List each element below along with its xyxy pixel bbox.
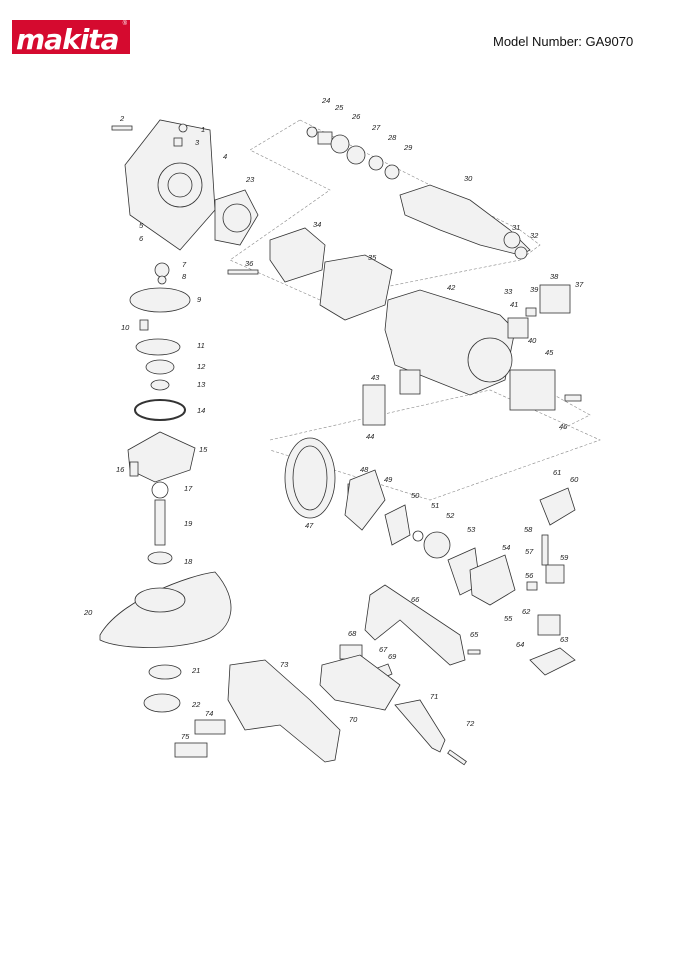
part-number-label: 1 [201, 125, 206, 134]
part-number-label: 41 [510, 300, 519, 309]
part-number-label: 9 [197, 295, 202, 304]
part-number-label: 48 [360, 465, 369, 474]
part-number-label: 8 [182, 272, 187, 281]
part-number-label: 66 [411, 595, 420, 604]
part-number-label: 27 [372, 123, 381, 132]
part-number-label: 16 [116, 465, 125, 474]
part-number-label: 26 [352, 112, 361, 121]
part-number-label: 67 [379, 645, 388, 654]
part-number-label: 21 [192, 666, 201, 675]
part-number-label: 63 [560, 635, 569, 644]
part-number-label: 55 [504, 614, 513, 623]
part-number-label: 62 [522, 607, 531, 616]
part-number-label: 65 [470, 630, 479, 639]
part-number-label: 42 [447, 283, 456, 292]
part-number-label: 50 [411, 491, 420, 500]
part-number-label: 37 [575, 280, 584, 289]
model-number: Model Number: GA9070 [493, 34, 634, 49]
part-number-label: 61 [553, 468, 562, 477]
brand-wordmark: makita [16, 23, 120, 55]
part-number-label: 68 [348, 629, 357, 638]
part-number-label: 31 [512, 223, 521, 232]
part-number-label: 22 [192, 700, 201, 709]
part-number-label: 7 [182, 260, 187, 269]
part-number-label: 20 [84, 608, 93, 617]
makita-logo: makita ® [12, 20, 130, 54]
part-number-label: 47 [305, 521, 314, 530]
part-number-label: 25 [335, 103, 344, 112]
part-number-label: 71 [430, 692, 439, 701]
part-number-label: 58 [524, 525, 533, 534]
part-number-label: 39 [530, 285, 539, 294]
part-number-label: 72 [466, 719, 475, 728]
part-number-label: 2 [120, 114, 125, 123]
part-number-label: 5 [139, 221, 144, 230]
part-number-label: 13 [197, 380, 206, 389]
part-number-label: 6 [139, 234, 144, 243]
part-number-label: 28 [388, 133, 397, 142]
part-number-label: 40 [528, 336, 537, 345]
part-number-label: 10 [121, 323, 130, 332]
part-number-label: 43 [371, 373, 380, 382]
part-number-label: 57 [525, 547, 534, 556]
part-number-label: 74 [205, 709, 214, 718]
part-number-label: 69 [388, 652, 397, 661]
part-number-label: 34 [313, 220, 322, 229]
part-number-label: 3 [195, 138, 200, 147]
part-number-label: 18 [184, 557, 193, 566]
part-number-label: 54 [502, 543, 511, 552]
part-number-label: 49 [384, 475, 393, 484]
part-number-label: 46 [559, 422, 568, 431]
part-number-label: 32 [530, 231, 539, 240]
part-number-label: 29 [404, 143, 413, 152]
registered-mark: ® [122, 21, 127, 27]
part-number-label: 19 [184, 519, 193, 528]
part-number-label: 51 [431, 501, 440, 510]
part-number-label: 52 [446, 511, 455, 520]
part-number-label: 17 [184, 484, 193, 493]
part-number-label: 24 [322, 96, 331, 105]
part-number-label: 70 [349, 715, 358, 724]
part-number-label: 4 [223, 152, 228, 161]
part-number-label: 33 [504, 287, 513, 296]
part-shapes [99, 119, 582, 766]
part-number-label: 75 [181, 732, 190, 741]
part-number-label: 64 [516, 640, 525, 649]
part-number-label: 15 [199, 445, 208, 454]
part-number-label: 30 [464, 174, 473, 183]
part-number-label: 45 [545, 348, 554, 357]
part-number-label: 73 [280, 660, 289, 669]
part-number-label: 23 [246, 175, 255, 184]
part-number-label: 60 [570, 475, 579, 484]
part-number-label: 53 [467, 525, 476, 534]
part-number-label: 56 [525, 571, 534, 580]
part-number-label: 35 [368, 253, 377, 262]
part-number-label: 44 [366, 432, 375, 441]
part-number-label: 38 [550, 272, 559, 281]
part-number-label: 14 [197, 406, 206, 415]
part-number-label: 12 [197, 362, 206, 371]
part-number-label: 59 [560, 553, 569, 562]
part-number-label: 36 [245, 259, 254, 268]
part-number-label: 11 [197, 341, 205, 350]
